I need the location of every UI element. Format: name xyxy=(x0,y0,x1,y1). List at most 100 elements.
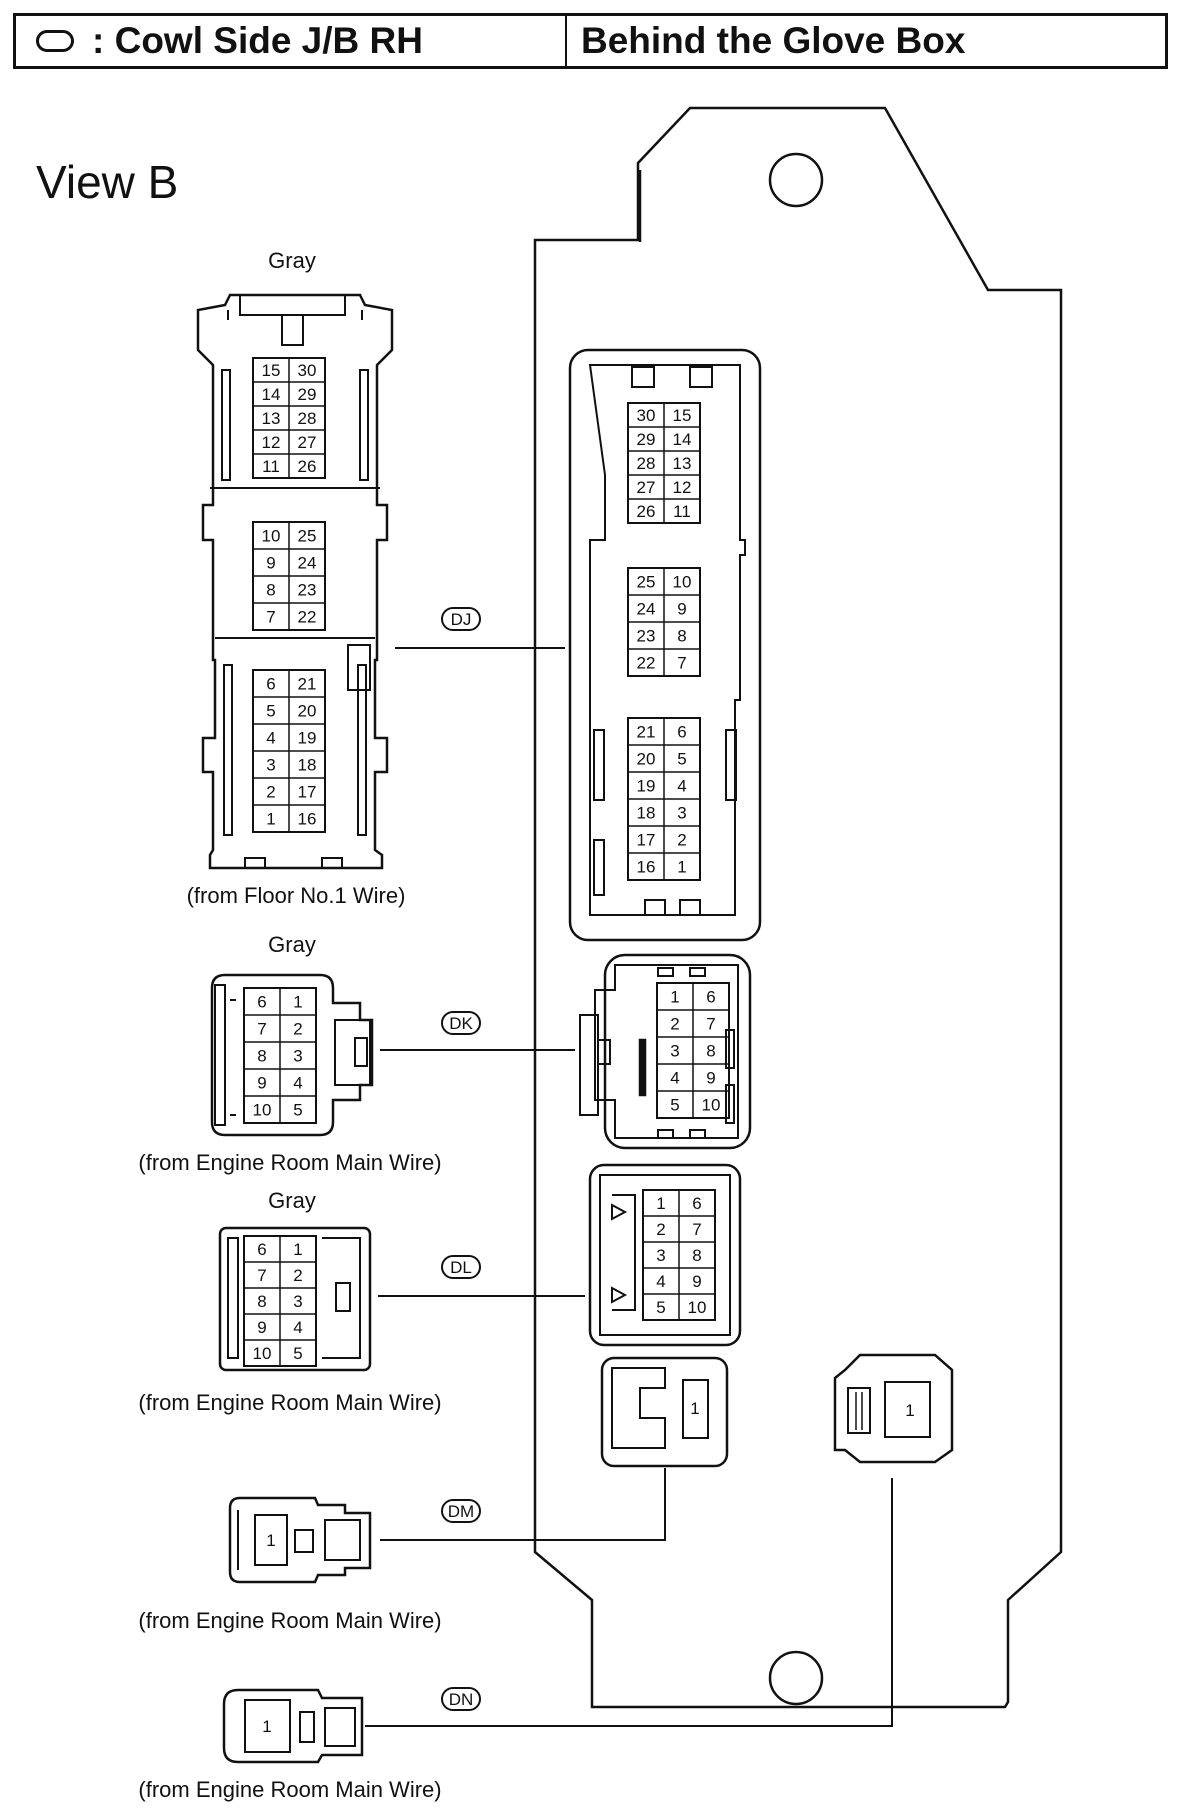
jb-dj-pin-5: 5 xyxy=(677,750,686,769)
jb-dj-pin-25: 25 xyxy=(637,573,656,592)
harness-dl-pin-10: 10 xyxy=(253,1344,272,1363)
jb-dj-pin-28: 28 xyxy=(637,454,656,473)
jb-dl-pin-10: 10 xyxy=(688,1298,707,1317)
harness-dk-pin-2: 2 xyxy=(293,1020,302,1039)
header-title: : Cowl Side J/B RH xyxy=(92,20,423,61)
header-location-cell: Behind the Glove Box xyxy=(567,16,1165,66)
jb-dk-pin-1: 1 xyxy=(670,988,679,1007)
harness-dl-pin-3: 3 xyxy=(293,1292,302,1311)
jb-dj-pin-30: 30 xyxy=(637,406,656,425)
harness-dj-pin-19: 19 xyxy=(298,729,317,748)
jb-connector-dm xyxy=(600,1356,729,1468)
harness-dl-pin-1: 1 xyxy=(293,1240,302,1259)
harness-dk-pin-1: 1 xyxy=(293,993,302,1012)
jb-dk-pin-3: 3 xyxy=(670,1042,679,1061)
dk-color-label: Gray xyxy=(268,932,316,957)
harness-dj-pin-17: 17 xyxy=(298,783,317,802)
jb-dk-pin-9: 9 xyxy=(706,1069,715,1088)
harness-dm-pin-1: 1 xyxy=(266,1531,275,1550)
jb-dl-pin-5: 5 xyxy=(656,1298,665,1317)
jb-dj-pin-3: 3 xyxy=(677,804,686,823)
harness-dj-pin-18: 18 xyxy=(298,756,317,775)
jb-dj-pin-23: 23 xyxy=(637,627,656,646)
jb-dk-pin-6: 6 xyxy=(706,988,715,1007)
dn-source-label: (from Engine Room Main Wire) xyxy=(138,1777,441,1802)
jb-dj-pin-19: 19 xyxy=(637,777,656,796)
harness-dk-pin-3: 3 xyxy=(293,1047,302,1066)
harness-dk-pin-5: 5 xyxy=(293,1101,302,1120)
harness-dj-pin-8: 8 xyxy=(266,581,275,600)
dj-source-label: (from Floor No.1 Wire) xyxy=(187,883,406,908)
jb-dl-pin-3: 3 xyxy=(656,1246,665,1265)
header-location: Behind the Glove Box xyxy=(581,20,966,61)
jb-dj-pin-24: 24 xyxy=(637,600,656,619)
harness-dj-pin-22: 22 xyxy=(298,608,317,627)
harness-dj-pin-2: 2 xyxy=(266,783,275,802)
harness-dj-pin-15: 15 xyxy=(262,361,281,380)
harness-dj-pin-24: 24 xyxy=(298,554,317,573)
jb-dj-pin-26: 26 xyxy=(637,502,656,521)
dj-color-label: Gray xyxy=(268,248,316,273)
jb-dj-pin-9: 9 xyxy=(677,600,686,619)
harness-dk-pin-8: 8 xyxy=(257,1047,266,1066)
jb-dm-pin-1: 1 xyxy=(690,1399,699,1418)
badge-dj-text: DJ xyxy=(451,610,472,629)
badge-dl-text: DL xyxy=(450,1258,472,1277)
harness-dj-pin-10: 10 xyxy=(262,527,281,546)
badge-dl: DL xyxy=(441,1255,481,1279)
jb-dj-pin-16: 16 xyxy=(637,858,656,877)
jb-dl-pin-6: 6 xyxy=(692,1194,701,1213)
badge-dm: DM xyxy=(441,1499,481,1523)
harness-dj-pin-16: 16 xyxy=(298,810,317,829)
jb-dj-pin-29: 29 xyxy=(637,430,656,449)
badge-dn: DN xyxy=(441,1687,481,1711)
jb-dk-pin-10: 10 xyxy=(702,1096,721,1115)
harness-dj-pin-9: 9 xyxy=(266,554,275,573)
jb-dj-pin-6: 6 xyxy=(677,723,686,742)
jb-dj-pin-1: 1 xyxy=(677,858,686,877)
jb-dj-pin-12: 12 xyxy=(673,478,692,497)
badge-dj: DJ xyxy=(441,607,481,631)
harness-dl-pin-4: 4 xyxy=(293,1318,302,1337)
harness-connector-dm xyxy=(228,1496,372,1584)
harness-dl-pin-2: 2 xyxy=(293,1266,302,1285)
harness-dj-pin-28: 28 xyxy=(298,409,317,428)
dl-source-label: (from Engine Room Main Wire) xyxy=(138,1390,441,1415)
harness-dj-pin-6: 6 xyxy=(266,675,275,694)
view-label: View B xyxy=(36,156,178,208)
mounting-hole-bottom xyxy=(768,1650,824,1706)
mounting-hole-top xyxy=(768,152,824,208)
jb-dj-pin-4: 4 xyxy=(677,777,686,796)
badge-dk-text: DK xyxy=(449,1014,473,1033)
jb-dj-pin-11: 11 xyxy=(673,502,691,521)
jb-dk-pin-4: 4 xyxy=(670,1069,679,1088)
header-title-cell: : Cowl Side J/B RH xyxy=(16,16,567,66)
harness-dj-pin-25: 25 xyxy=(298,527,317,546)
harness-dk-pin-9: 9 xyxy=(257,1074,266,1093)
harness-connector-dj xyxy=(196,293,394,870)
badge-dk: DK xyxy=(441,1011,481,1035)
dk-source-label: (from Engine Room Main Wire) xyxy=(138,1150,441,1175)
jb-dl-pin-7: 7 xyxy=(692,1220,701,1239)
harness-dk-pin-6: 6 xyxy=(257,993,266,1012)
harness-dj-pin-27: 27 xyxy=(298,433,317,452)
jb-dj-pin-13: 13 xyxy=(673,454,692,473)
harness-dj-pin-13: 13 xyxy=(262,409,281,428)
jb-connector-dj xyxy=(568,348,762,942)
harness-connector-dk xyxy=(210,973,374,1137)
harness-dj-pin-4: 4 xyxy=(266,729,275,748)
jb-dk-pin-7: 7 xyxy=(706,1015,715,1034)
harness-connector-dl xyxy=(218,1226,372,1372)
harness-dj-pin-11: 11 xyxy=(262,457,280,476)
junction-block-oval-icon xyxy=(36,30,74,52)
harness-dk-pin-7: 7 xyxy=(257,1020,266,1039)
jb-dk-pin-8: 8 xyxy=(706,1042,715,1061)
harness-dj-pin-21: 21 xyxy=(298,675,317,694)
jb-dk-pin-2: 2 xyxy=(670,1015,679,1034)
leader-lines xyxy=(365,647,893,1727)
jb-dj-pin-2: 2 xyxy=(677,831,686,850)
